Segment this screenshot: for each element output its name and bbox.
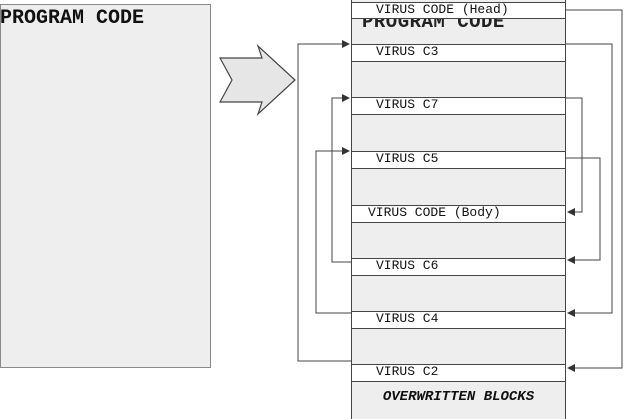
block-virus-c3: VIRUS C3 xyxy=(352,44,565,62)
block-virus-c7: VIRUS C7 xyxy=(352,97,565,115)
block-virus-c5: VIRUS C5 xyxy=(352,151,565,169)
block-virus-head: VIRUS CODE (Head) xyxy=(352,2,565,19)
block-virus-c4: VIRUS C4 xyxy=(352,311,565,329)
arrow-c3-to-c4 xyxy=(566,43,613,317)
program-code-panel xyxy=(0,4,211,368)
block-virus-c2: VIRUS C2 xyxy=(352,364,565,382)
overwritten-blocks-label: OVERWRITTEN BLOCKS xyxy=(382,389,535,405)
arrow-c4-to-c5 xyxy=(315,147,351,314)
arrow-head-to-c2 xyxy=(566,9,623,372)
block-virus-c6: VIRUS C6 xyxy=(352,258,565,276)
block-virus-body: VIRUS CODE (Body) xyxy=(352,205,565,223)
arrow-c2-to-c3 xyxy=(297,40,351,362)
arrow-c7-to-body xyxy=(566,97,583,216)
arrow-c5-to-c6 xyxy=(566,157,601,264)
arrow-c6-to-c7 xyxy=(331,94,351,263)
program-code-title: PROGRAM CODE xyxy=(0,7,145,30)
transform-arrow xyxy=(218,43,296,117)
